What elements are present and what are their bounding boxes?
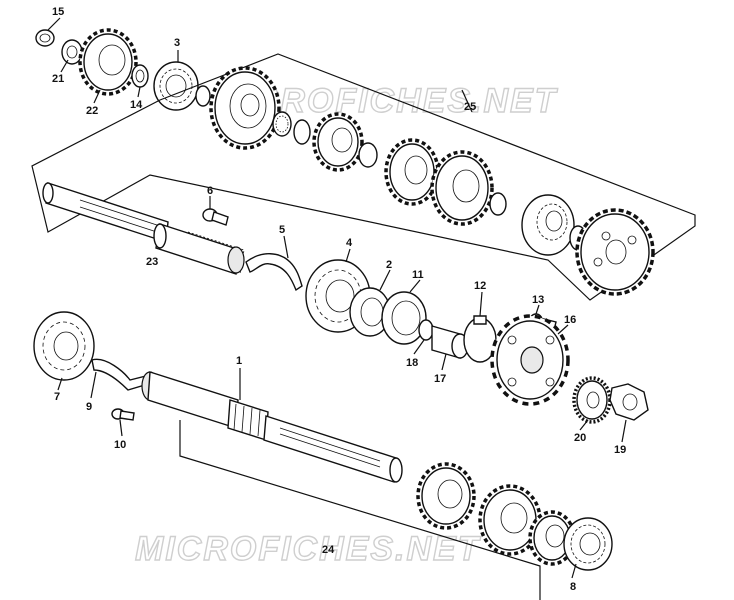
bolt-10 (111, 408, 135, 421)
countershaft-gear-large (209, 66, 281, 150)
washer-small-top (195, 85, 211, 107)
countershaft-gear-e (521, 194, 575, 256)
countershaft-gear-b (312, 112, 364, 172)
plate-5 (245, 253, 303, 292)
callout-labels: 15 21 22 14 3 25 6 23 5 4 2 11 12 13 16 … (52, 6, 626, 593)
collar-17 (431, 325, 469, 359)
bracket-24 (179, 420, 541, 600)
mainshaft-gear-a (416, 462, 476, 530)
callout-17: 17 (434, 373, 446, 385)
nut-19 (609, 383, 649, 421)
callout-20: 20 (574, 432, 586, 444)
callout-19: 19 (614, 444, 626, 456)
callout-14: 14 (130, 99, 143, 111)
callout-4: 4 (346, 237, 353, 249)
circlip-15 (35, 29, 55, 47)
countershaft-23 (42, 182, 245, 275)
mainshaft-gear-c (528, 510, 576, 566)
callout-12: 12 (474, 280, 486, 292)
washer-21 (61, 39, 83, 65)
washer-top-c (489, 192, 507, 216)
countershaft-gear-f (575, 208, 655, 296)
bracket-25 (31, 53, 696, 301)
callout-22: 22 (86, 105, 98, 117)
callout-6: 6 (207, 185, 213, 197)
callout-2: 2 (386, 259, 392, 271)
callout-24: 24 (322, 544, 335, 556)
callout-16: 16 (564, 314, 576, 326)
lock-washer-12 (463, 315, 497, 363)
callout-15: 15 (52, 6, 64, 18)
countershaft-gear-c (384, 138, 440, 206)
callout-7: 7 (54, 391, 60, 403)
callout-11: 11 (412, 269, 424, 281)
sprocket-16 (490, 314, 570, 406)
washer-20 (572, 376, 612, 424)
oil-seal-11 (381, 291, 427, 345)
callout-3: 3 (174, 37, 180, 49)
needle-bearing-top (272, 111, 292, 137)
countershaft-gear-d (430, 150, 494, 226)
watermark-bottom: MICROFICHES.NET (135, 530, 482, 568)
callout-23: 23 (146, 256, 158, 268)
callout-8: 8 (570, 581, 576, 593)
plate-9 (91, 358, 149, 391)
mainshaft-1 (141, 371, 403, 483)
callout-13: 13 (532, 294, 544, 306)
washer-top-b (358, 142, 378, 168)
bearing-3 (153, 61, 199, 111)
callout-1: 1 (236, 355, 242, 367)
callout-18: 18 (406, 357, 418, 369)
callout-9: 9 (86, 401, 92, 413)
bearing-7 (33, 311, 95, 381)
leader-lines (47, 17, 627, 579)
bearing-8 (563, 517, 613, 571)
callout-10: 10 (114, 439, 126, 451)
gear-22 (78, 28, 138, 96)
callout-25: 25 (464, 101, 476, 113)
washer-top-a (293, 119, 311, 145)
callout-21: 21 (52, 73, 64, 85)
bushing-14 (131, 64, 149, 88)
callout-5: 5 (279, 224, 285, 236)
mainshaft-gear-b (478, 484, 542, 556)
o-ring-18 (418, 319, 434, 341)
bolt-6 (202, 208, 229, 226)
